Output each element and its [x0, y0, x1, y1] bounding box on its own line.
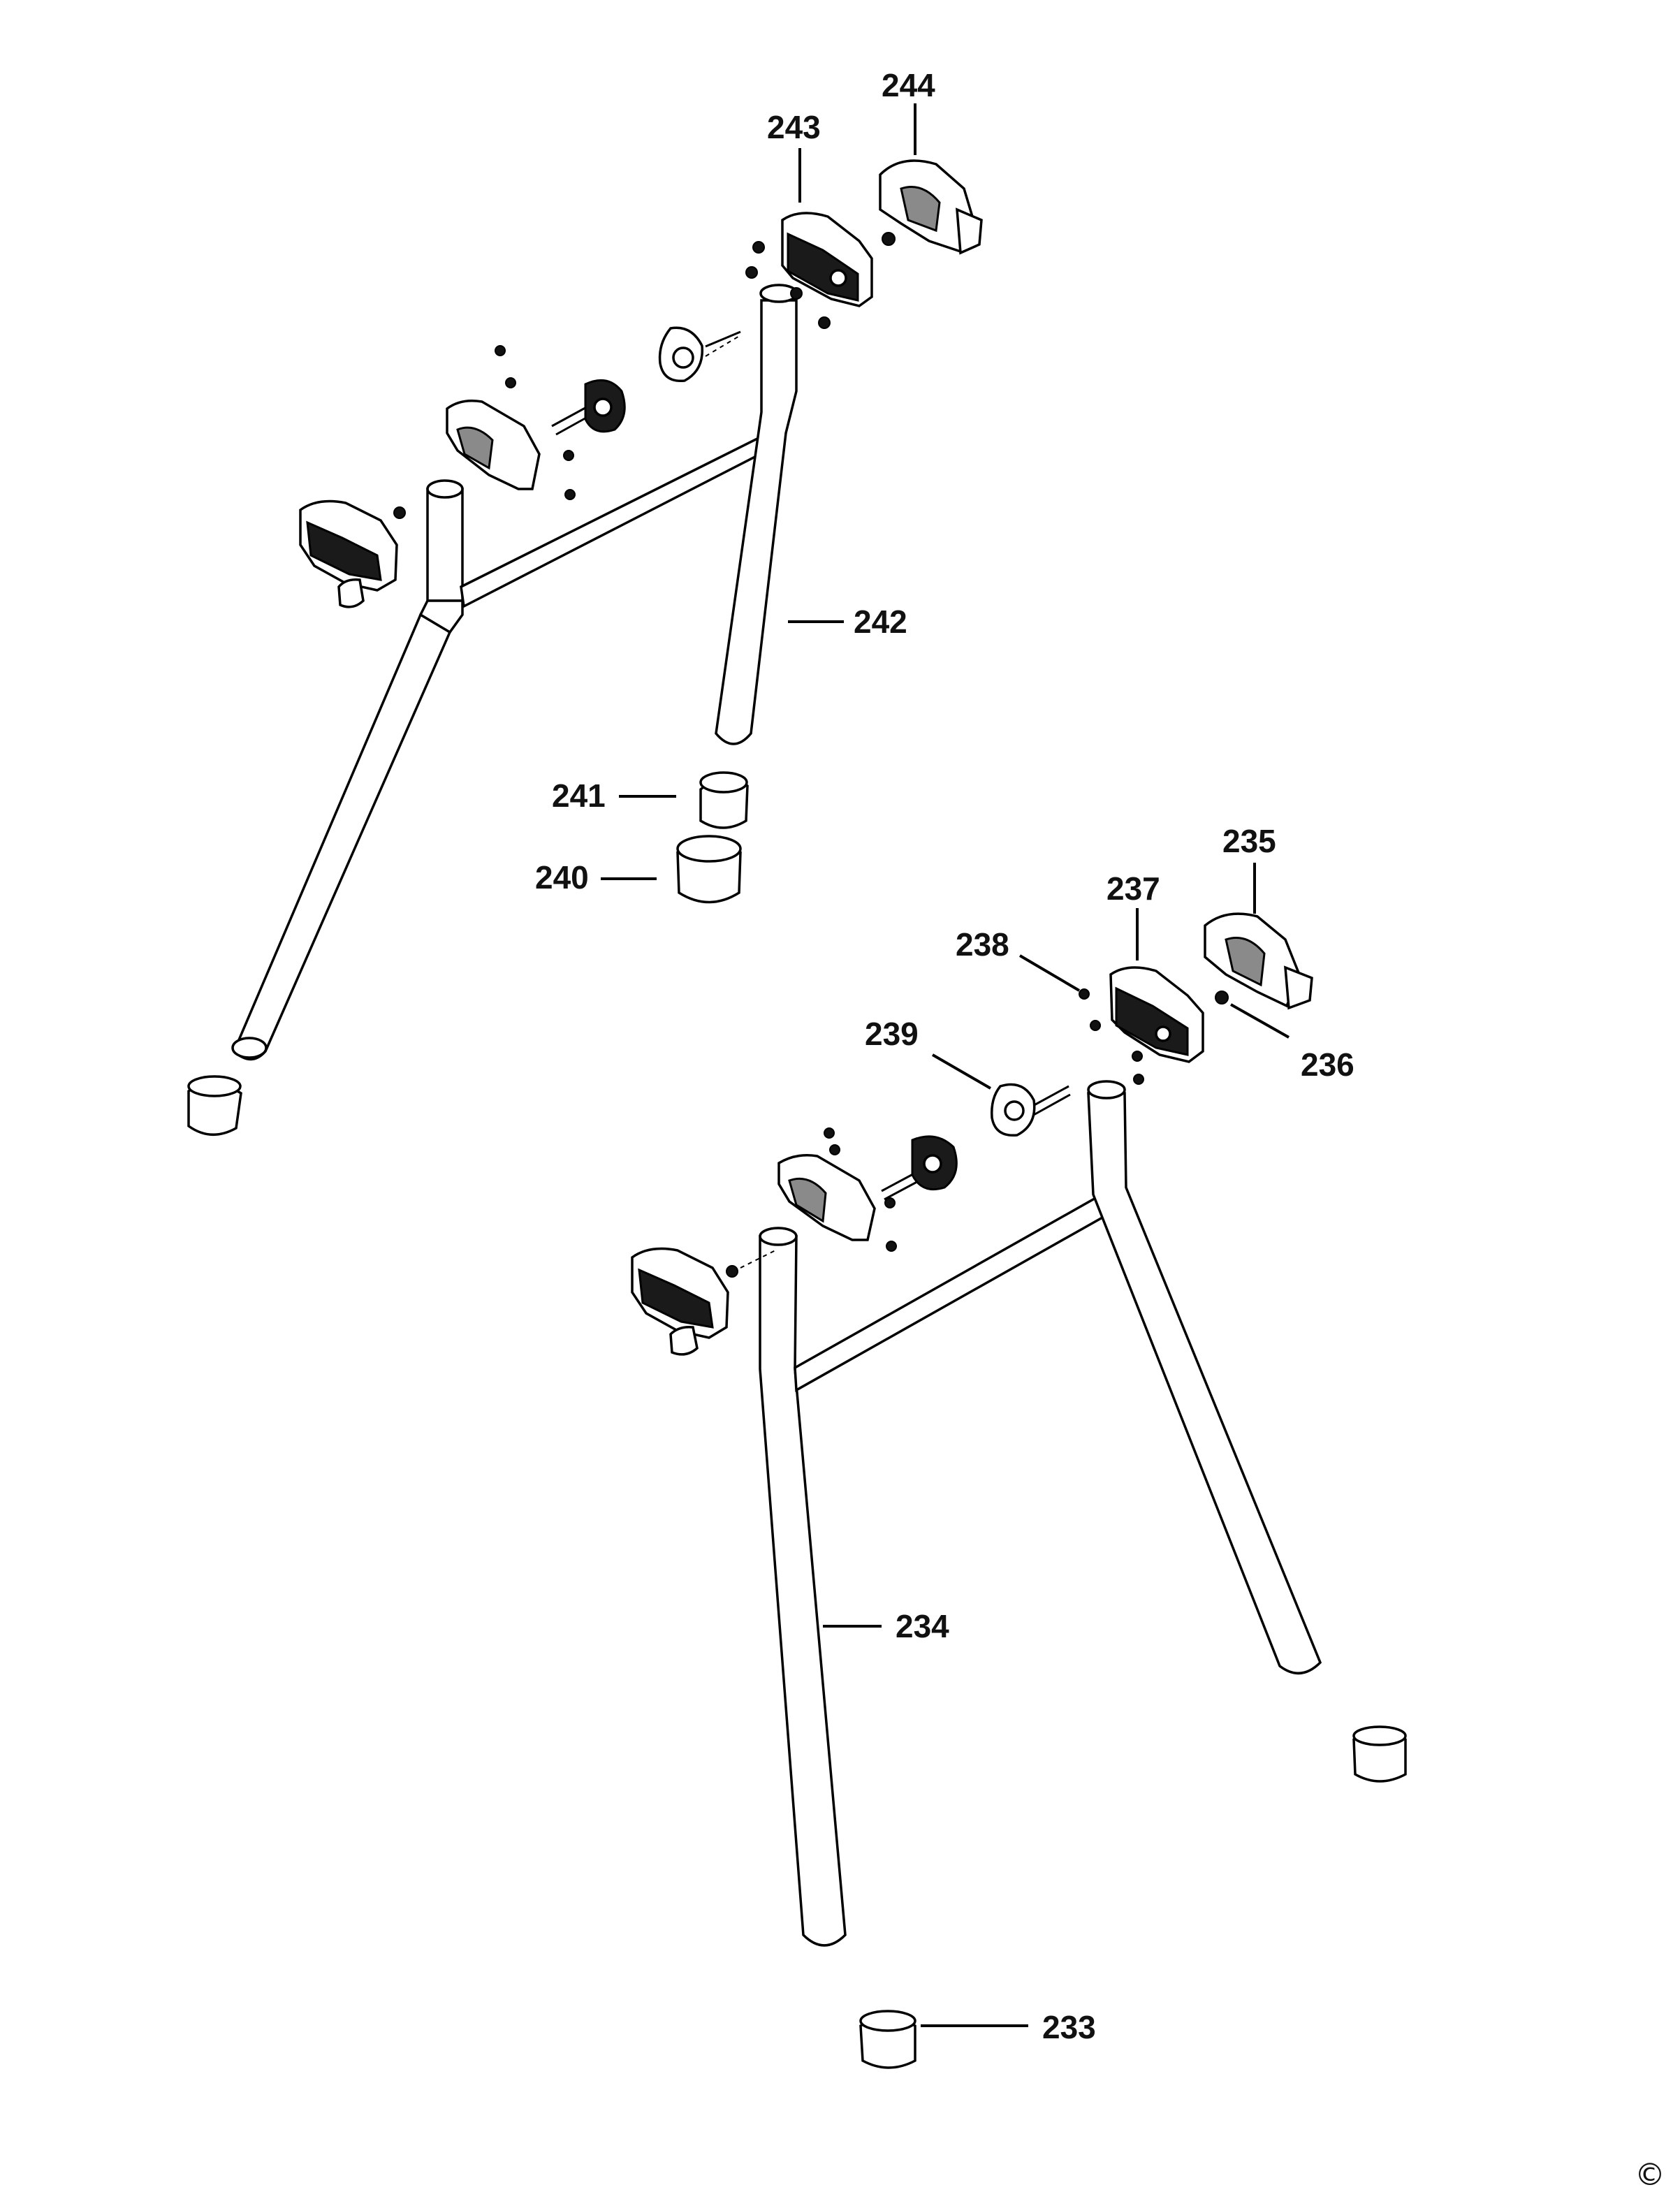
upper-leg-right-tube: [715, 299, 798, 745]
callout-244: 244: [882, 67, 935, 103]
lower-left-sleeve-top: [759, 1227, 798, 1246]
upper-knob-right: [658, 326, 741, 383]
callout-235: 235: [1222, 823, 1276, 859]
upper-left-sleeve: [426, 488, 464, 602]
upper-knob-left: [551, 379, 626, 436]
lower-endcap-left: [631, 1247, 776, 1356]
part-241-bushing: [699, 771, 749, 829]
part-233-foot-cap: [859, 2010, 916, 2069]
upper-clamp-rear: [446, 345, 576, 500]
leader-238: [1018, 954, 1081, 992]
lower-foot-cap-right: [1352, 1725, 1407, 1783]
callout-242: 242: [854, 604, 907, 640]
leader-239: [931, 1053, 992, 1090]
upper-leg-assembly: [231, 284, 798, 1061]
lower-leg-assembly: [759, 1080, 1322, 1947]
lower-knob-left: [881, 1135, 958, 1201]
callout-233: 233: [1042, 2009, 1096, 2045]
callout-234: 234: [896, 1608, 949, 1644]
upper-endcap-left: [299, 499, 406, 608]
upper-clamp-243: [781, 212, 873, 307]
callout-241: 241: [552, 777, 606, 814]
lower-right-sleeve-top: [1087, 1080, 1126, 1100]
copyright-mark: ©: [1635, 2157, 1665, 2193]
callout-243: 243: [767, 109, 821, 145]
upper-left-sleeve-joint: [418, 599, 464, 634]
upper-leg-left-foot-end: [231, 1037, 268, 1059]
upper-left-sleeve-top: [426, 479, 464, 499]
lower-screws-238: [1079, 988, 1144, 1085]
part-239-knob: [991, 1083, 1071, 1137]
upper-clamp-244: [879, 159, 983, 255]
callout-labels: 244 243 242 241 240 235 237 238 239 236 …: [535, 67, 1354, 2045]
part-236-nut: [1215, 991, 1229, 1004]
lower-leg-right-tube: [1087, 1092, 1322, 1675]
callout-237: 237: [1106, 870, 1160, 907]
callout-236: 236: [1301, 1046, 1354, 1083]
part-240-cap: [676, 835, 742, 904]
upper-screws-right: [745, 241, 831, 329]
leader-lines: [601, 103, 1290, 2027]
lower-clamp-237: [1109, 966, 1204, 1063]
callout-240: 240: [535, 859, 589, 896]
lower-clamp-235: [1204, 912, 1313, 1010]
callout-238: 238: [956, 926, 1009, 963]
lower-clamp-rear: [777, 1127, 897, 1252]
upper-foot-cap: [187, 1075, 242, 1137]
leader-236: [1230, 1003, 1290, 1039]
callout-239: 239: [865, 1016, 919, 1052]
lower-leg-left-tube: [759, 1235, 847, 1947]
upper-leg-left-tube: [232, 613, 452, 1061]
